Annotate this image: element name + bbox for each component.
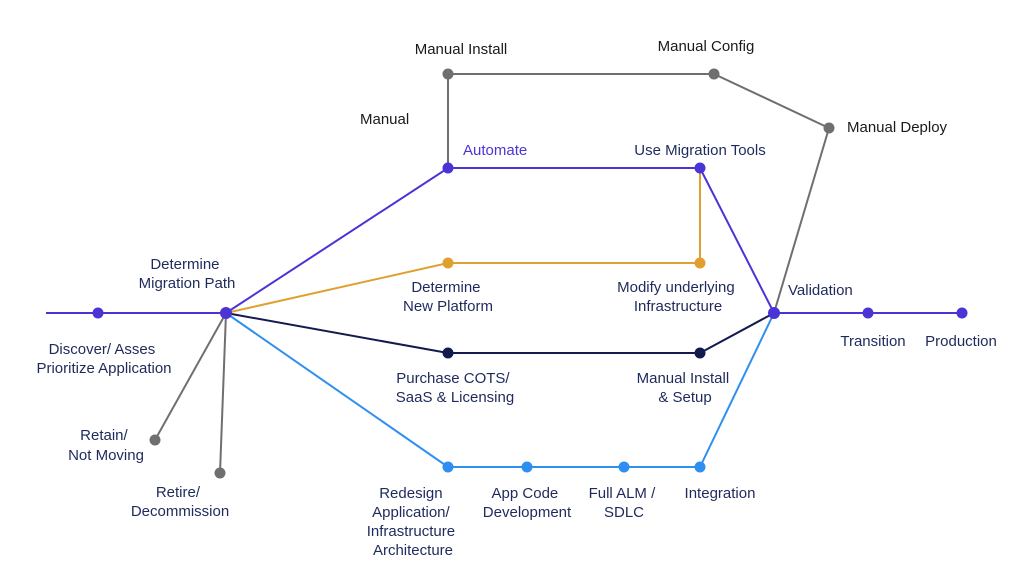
edge-new-platform-branch — [225, 168, 701, 314]
label-retain: Retain/ Not Moving — [68, 427, 144, 464]
edge-redesign-branch — [225, 312, 775, 468]
label-manual-install-setup: Manual Install & Setup — [637, 370, 734, 406]
node-transition — [862, 307, 874, 319]
node-determine-migration-path — [220, 307, 232, 319]
node-redesign — [442, 461, 454, 473]
label-modify-infrastructure: Modify underlying Infrastructure — [617, 279, 739, 315]
node-modify-infrastructure — [694, 257, 706, 269]
node-automate — [442, 162, 454, 174]
node-discover — [92, 307, 104, 319]
label-production: Production — [925, 333, 997, 350]
label-full-alm: Full ALM / SDLC — [589, 485, 660, 521]
node-app-code — [521, 461, 533, 473]
edge-retain — [154, 312, 227, 441]
node-purchase-cots — [442, 347, 454, 359]
node-validation — [768, 307, 780, 319]
label-manual-deploy: Manual Deploy — [847, 119, 948, 136]
label-app-code: App Code Development — [483, 485, 572, 521]
label-discover: Discover/ Asses Prioritize Application — [36, 341, 171, 377]
label-manual-install: Manual Install — [415, 41, 508, 58]
node-integration — [694, 461, 706, 473]
label-retire: Retire/ Decommission — [131, 484, 229, 520]
node-manual-install-setup — [694, 347, 706, 359]
label-determine-new-platform: Determine New Platform — [403, 279, 493, 315]
node-retire — [214, 467, 226, 479]
label-manual-config: Manual Config — [658, 38, 755, 55]
label-validation: Validation — [788, 282, 853, 299]
node-manual-install — [442, 68, 454, 80]
node-manual-config — [708, 68, 720, 80]
node-manual-deploy — [823, 122, 835, 134]
edge-automate-branch — [225, 167, 775, 314]
node-determine-new-platform — [442, 257, 454, 269]
label-use-migration-tools: Use Migration Tools — [634, 142, 765, 159]
node-retain — [149, 434, 161, 446]
label-purchase-cots: Purchase COTS/ SaaS & Licensing — [396, 370, 514, 406]
label-determine-migration-path: Determine Migration Path — [139, 256, 236, 292]
node-use-migration-tools — [694, 162, 706, 174]
label-automate: Automate — [463, 142, 527, 159]
label-redesign: Redesign Application/ Infrastructure Arc… — [367, 485, 460, 559]
node-production — [956, 307, 968, 319]
label-manual: Manual — [360, 111, 409, 128]
edge-manual-branch — [447, 73, 831, 314]
edge-purchase-branch — [225, 312, 775, 354]
label-integration: Integration — [685, 485, 756, 502]
edge-retire — [219, 312, 227, 474]
node-full-alm — [618, 461, 630, 473]
label-transition: Transition — [840, 333, 905, 350]
